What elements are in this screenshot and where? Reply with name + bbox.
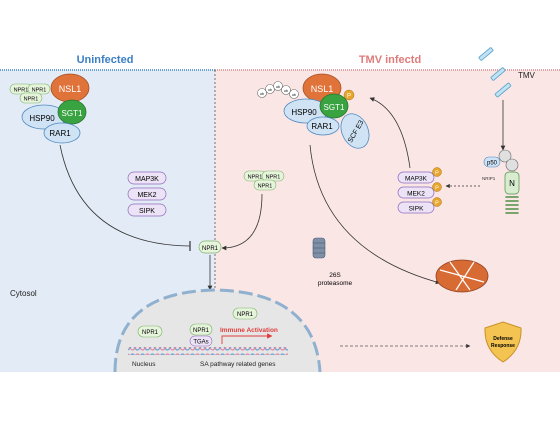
phospho-label: P	[347, 94, 351, 100]
defense-label-line1: Defense	[493, 336, 513, 342]
dna-strand	[128, 347, 288, 355]
inhibition-line	[59, 144, 191, 247]
uninfected-kinases: MAP3K MEK2 SIPK	[127, 171, 167, 217]
tgas-label: TGAs	[193, 340, 208, 346]
uninfected-complex: NPR1 NPR1 NPR1 NSL1 HSP90 SGT1 RAR1	[9, 73, 90, 144]
proteasome-icon	[312, 237, 326, 259]
ub-label: ub	[260, 92, 264, 96]
degradation-arrow	[309, 144, 441, 285]
nsl1-label: NSL1	[59, 84, 82, 94]
phosphorylation-arrow	[369, 97, 411, 169]
sgt1-protein	[57, 99, 87, 125]
npr1-label: NPR1	[142, 330, 159, 336]
npr1-monomer-label: NPR1	[202, 246, 219, 252]
p50-label: p50	[487, 161, 498, 167]
n-label: N	[509, 179, 515, 188]
rar1-protein	[43, 122, 81, 144]
ub-label: ub	[284, 89, 288, 93]
mek2-label: MEK2	[407, 191, 425, 198]
rar1-label: RAR1	[49, 129, 71, 138]
npr1-nuclear	[232, 307, 258, 320]
npr1-label: NPR1	[248, 175, 263, 181]
proteasome-label-line1: 26S	[329, 272, 341, 279]
infected-title: TMV infectd	[359, 54, 421, 66]
sa-genes-label: SA pathway related genes	[200, 361, 276, 368]
tmv-virus-icon	[478, 47, 512, 98]
degraded-complex-icon	[435, 259, 489, 293]
nsl1-label: NSL1	[311, 84, 334, 94]
rar1-label: RAR1	[311, 122, 333, 131]
oligomer-release-arrow	[221, 193, 263, 251]
uninfected-title: Uninfected	[77, 54, 134, 66]
tmv-label: TMV	[518, 71, 536, 80]
hsp90-label: HSP90	[291, 108, 317, 117]
npr1-label: NPR1	[32, 88, 47, 94]
ubiquitin-chain: ub ub ub ub ub	[257, 81, 299, 99]
sgt1-label: SGT1	[62, 109, 83, 118]
npr1-label: NPR1	[14, 88, 29, 94]
phospho-label: P	[435, 201, 439, 207]
immune-activation-label: Immune Activation	[220, 327, 278, 334]
infected-kinases: MAP3K P MEK2 P SIPK P	[397, 167, 442, 214]
nucleus-label: Nucleus	[132, 361, 156, 368]
phospho-marker	[343, 89, 355, 101]
phospho-label: P	[435, 171, 439, 177]
cytosol-label: Cytosol	[10, 289, 37, 298]
sipk-label: SIPK	[409, 206, 424, 213]
npr1-label: NPR1	[237, 312, 254, 318]
npr1-oligomer: NPR1 NPR1 NPR1	[243, 170, 285, 191]
npr1-label: NPR1	[266, 175, 281, 181]
tgas-factor	[189, 335, 213, 347]
npr1-label: NPR1	[193, 328, 210, 334]
defense-label-line2: Response	[491, 343, 515, 349]
map3k-label: MAP3K	[405, 176, 428, 183]
ub-label: ub	[292, 93, 296, 97]
phospho-label: P	[435, 186, 439, 192]
n-receptor	[483, 149, 520, 214]
hsp90-label: HSP90	[29, 114, 55, 123]
immune-activation-arrow	[221, 333, 273, 344]
sgt1-label: SGT1	[324, 103, 345, 112]
npr1-on-dna	[189, 323, 213, 336]
map3k-label: MAP3K	[135, 176, 159, 183]
proteasome-label-line2: proteasome	[318, 280, 353, 287]
npr1-label: NPR1	[24, 97, 39, 103]
npr1-nuclear	[137, 325, 163, 338]
ub-label: ub	[276, 85, 280, 89]
npr1-label: NPR1	[258, 184, 273, 190]
mek2-label: MEK2	[137, 192, 156, 199]
ub-label: ub	[268, 88, 272, 92]
npr1-monomer	[198, 240, 222, 254]
defense-shield-icon	[484, 321, 522, 363]
nrip1-label: NRIP1	[482, 176, 496, 181]
sipk-label: SIPK	[139, 208, 155, 215]
infected-complex: NSL1 HSP90 SGT1 RAR1 SCF E3 P	[283, 73, 370, 149]
